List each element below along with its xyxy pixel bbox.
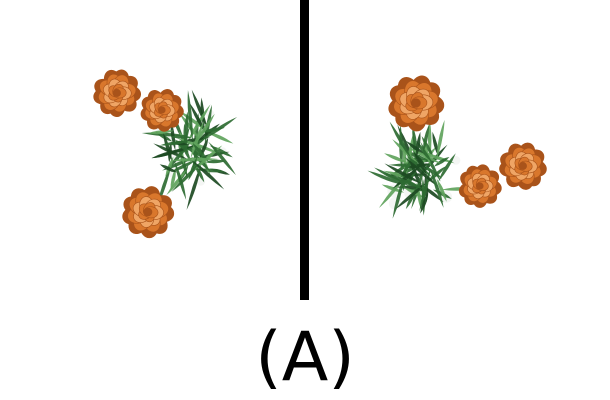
marigold-flower [458, 164, 502, 208]
marigold-flower [499, 142, 547, 190]
marigold-flower [122, 186, 175, 239]
vertical-divider [300, 0, 309, 300]
marigold-plant-top-view-right [367, 75, 547, 219]
marigold-flower [140, 89, 184, 132]
right-plant-image [310, 0, 610, 300]
marigold-plant-top-view-left [93, 69, 238, 239]
foliage [367, 118, 479, 219]
marigold-flower [93, 69, 142, 118]
left-plant-image [0, 0, 300, 300]
figure-caption: (A) [255, 318, 355, 397]
marigold-flower [388, 75, 445, 132]
